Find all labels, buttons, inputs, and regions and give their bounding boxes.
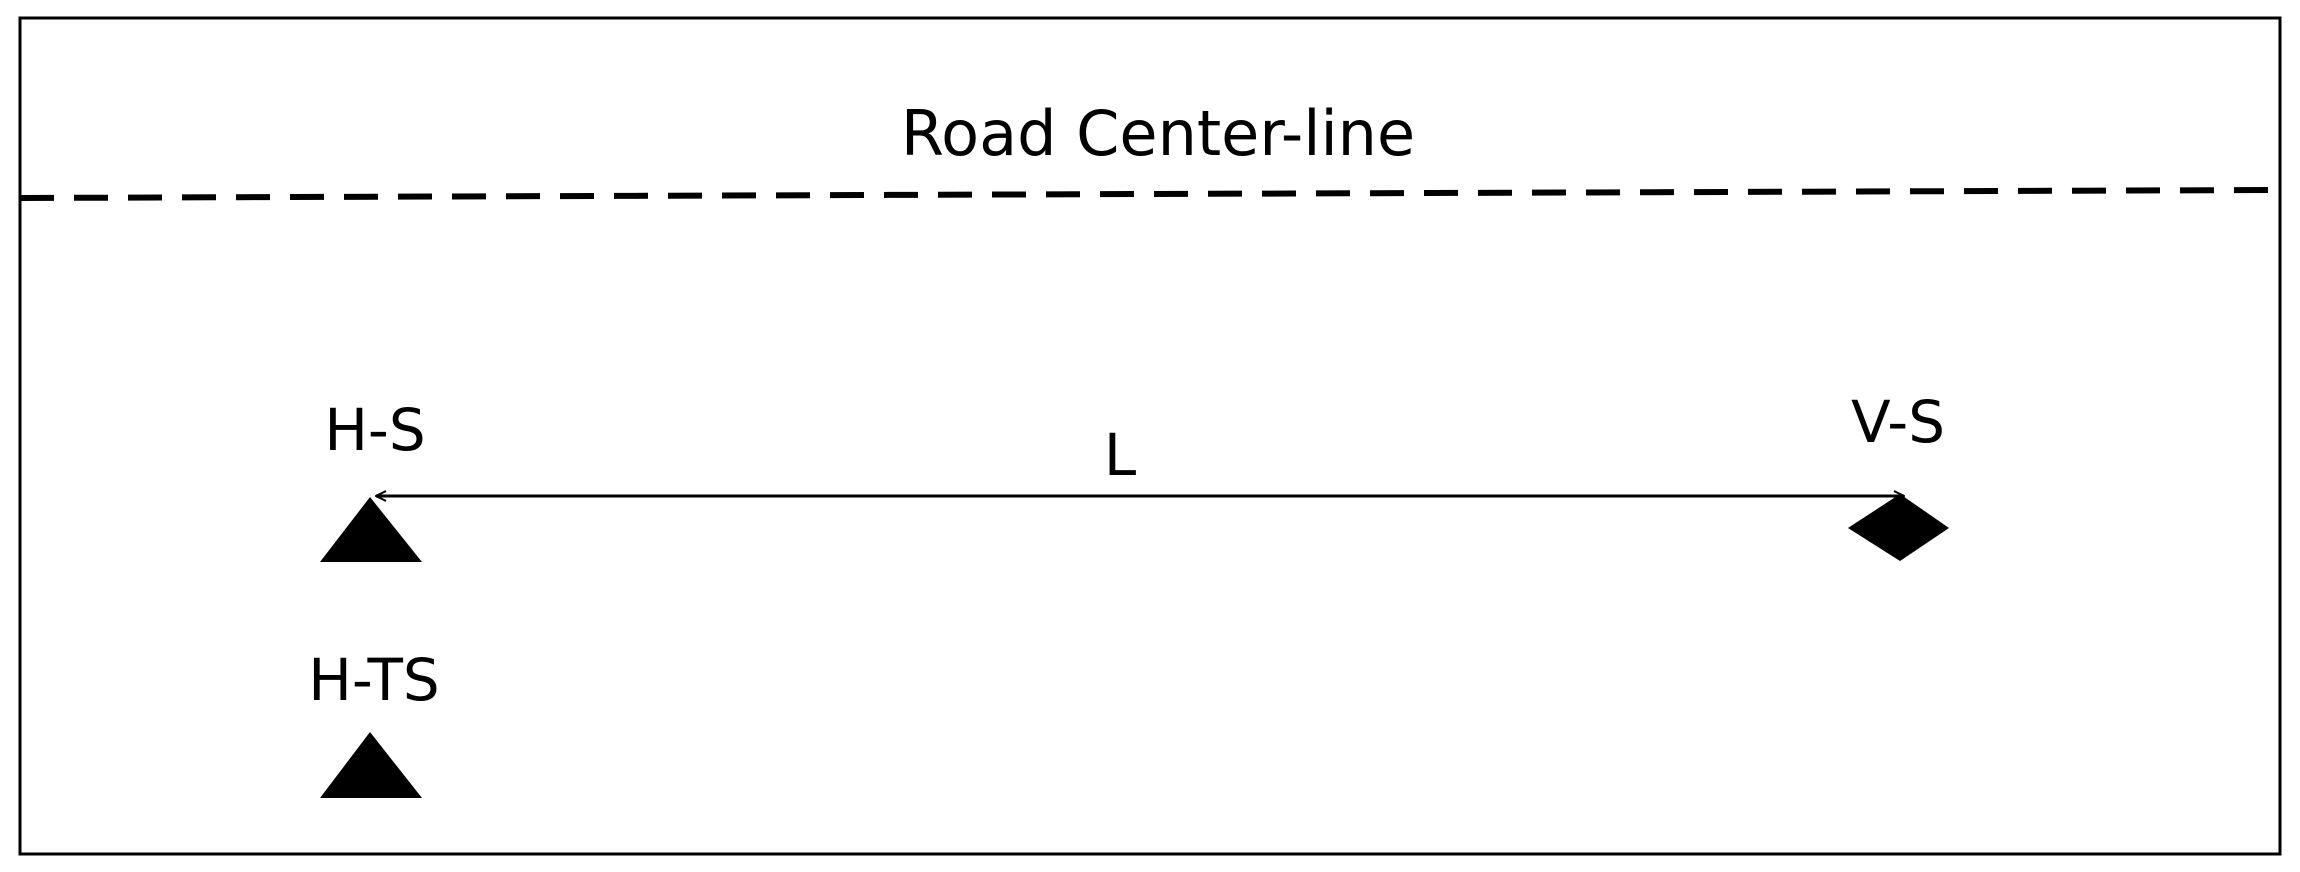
hs-label: H-S <box>324 396 425 464</box>
diagram-frame <box>18 16 2282 856</box>
vs-label: V-S <box>1851 388 1945 456</box>
hts-triangle-icon <box>320 732 422 798</box>
distance-label: L <box>1104 421 1136 489</box>
vs-diamond-icon <box>1848 494 1949 561</box>
hts-label: H-TS <box>308 646 439 714</box>
hs-triangle-icon <box>320 497 422 562</box>
centerline-label: Road Center-line <box>901 97 1415 170</box>
